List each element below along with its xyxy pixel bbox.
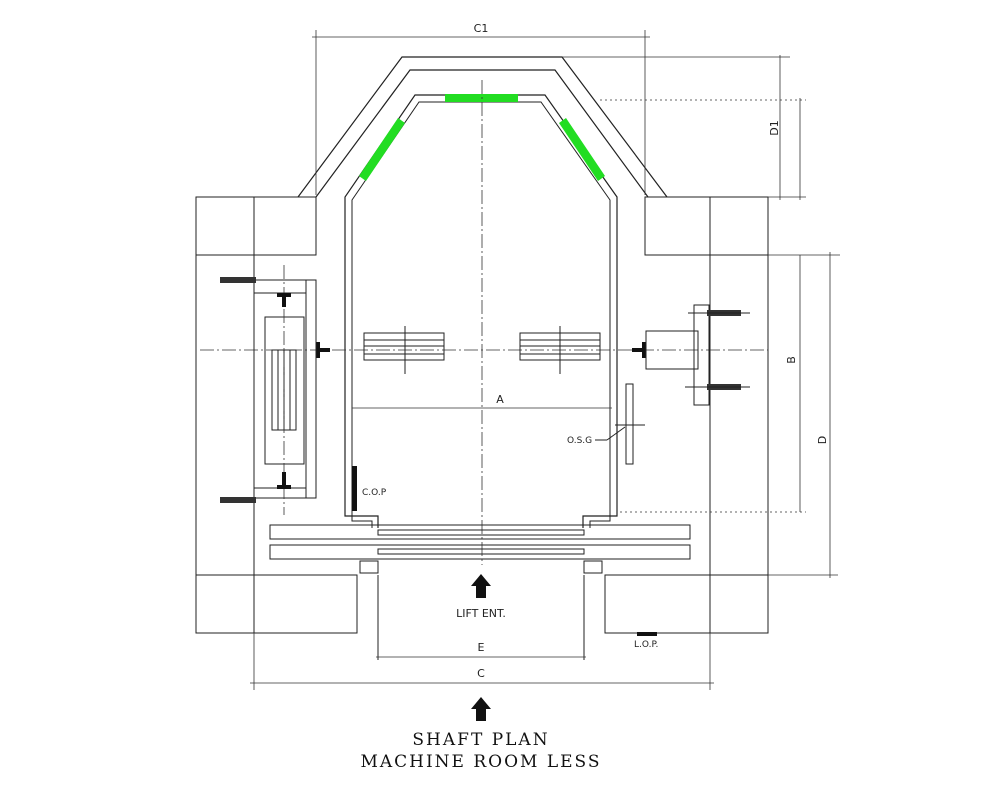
label-e: E (478, 641, 485, 654)
label-c1: C1 (474, 22, 489, 35)
label-b: B (785, 356, 798, 364)
car-rail-right (519, 326, 646, 374)
concrete-block-top-right (709, 196, 769, 256)
car-operating-panel (352, 466, 357, 511)
concrete-block-bottom-left (195, 574, 255, 634)
glass-panel-right (559, 118, 605, 181)
label-cop: C.O.P (362, 488, 387, 498)
title-line-1: SHAFT PLAN (412, 730, 549, 750)
lift-car (344, 94, 618, 528)
label-a: A (496, 393, 504, 406)
label-d1: D1 (768, 120, 781, 135)
machine-unit (645, 304, 750, 406)
wall-top-right (644, 196, 711, 256)
wall-bottom-left (253, 574, 358, 634)
landing-operating-panel (637, 632, 657, 636)
anchor-bolt (220, 277, 256, 283)
entrance-label: LIFT ENT. (456, 607, 506, 620)
dimension-b (620, 254, 840, 513)
anchor-bolt (220, 497, 256, 503)
concrete-block-top-left (195, 196, 255, 256)
dimension-c1 (312, 30, 650, 195)
shaft-bay (297, 56, 668, 198)
car-rail-left (316, 326, 445, 374)
door-sill (269, 524, 691, 660)
title-line-2: MACHINE ROOM LESS (360, 752, 601, 772)
entrance-arrow-icon (471, 574, 491, 598)
wall-top-left (253, 196, 317, 256)
dimension-d (768, 252, 838, 578)
dimension-d1 (562, 55, 806, 200)
concrete-block-bottom-right (709, 574, 769, 634)
north-arrow-icon (471, 697, 491, 721)
label-lop: L.O.P. (634, 640, 658, 650)
glass-panel-left (359, 118, 405, 181)
label-osg: O.S.G (567, 436, 592, 446)
overspeed-governor (595, 383, 645, 465)
dimension-c (250, 633, 714, 690)
wall-right (709, 254, 769, 576)
glass-panel-top (445, 94, 518, 102)
counterweight (220, 265, 317, 515)
label-c: C (477, 667, 485, 680)
label-d: D (816, 436, 829, 444)
wall-bottom-right (604, 574, 711, 634)
wall-left (195, 254, 255, 576)
